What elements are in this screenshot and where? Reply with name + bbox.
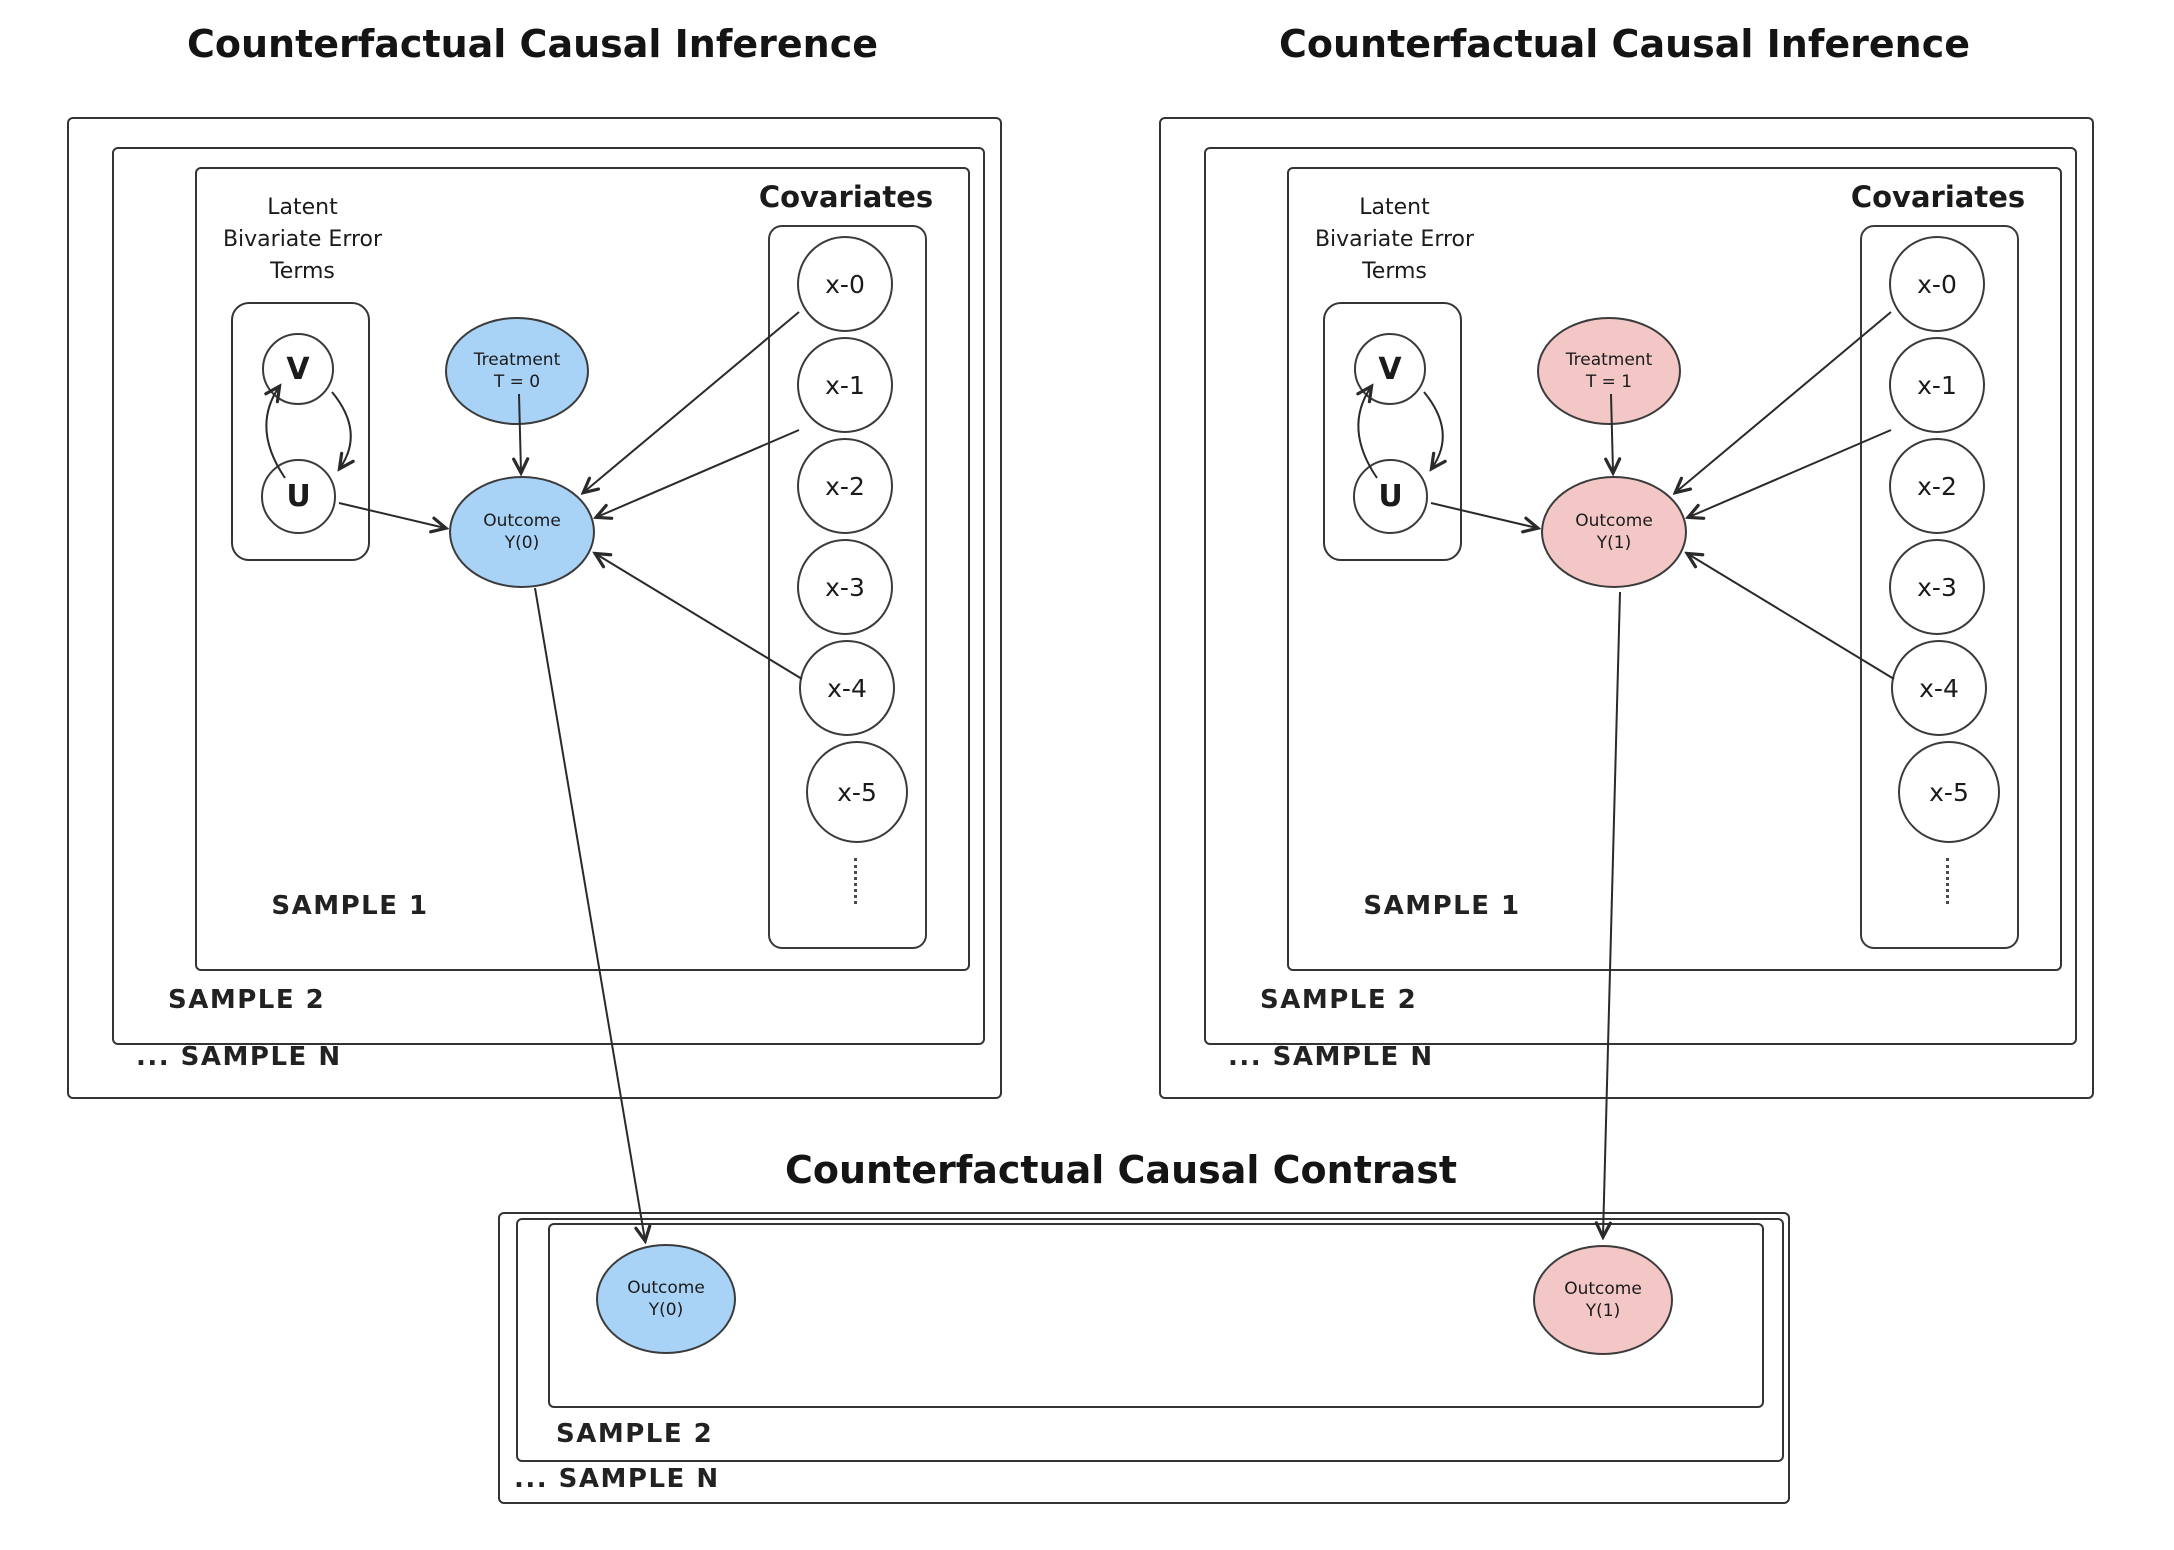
right-outcome-value: Y(1) (1596, 533, 1632, 553)
left-sample-1-label: SAMPLE 1 (271, 891, 429, 921)
right-latent-error-label: Latent Bivariate Error Terms (1314, 195, 1475, 284)
contrast-sample-n-label: ... SAMPLE N (514, 1464, 720, 1494)
left-node-v: V (262, 333, 334, 405)
right-covariate-x2-label: x-2 (1917, 471, 1957, 501)
left-latent-terms-box (231, 302, 370, 561)
contrast-sample-2-label: SAMPLE 2 (556, 1419, 714, 1449)
left-covariate-x1: x-1 (797, 337, 893, 433)
right-covariate-x4: x-4 (1891, 640, 1987, 736)
right-treatment-label: Treatment (1565, 349, 1653, 370)
right-latent-terms-box (1323, 302, 1462, 561)
right-node-v-label: V (1378, 351, 1402, 387)
right-panel-title: Counterfactual Causal Inference (1278, 22, 1971, 66)
left-covariate-x3-label: x-3 (825, 572, 865, 602)
right-covariate-x2: x-2 (1889, 438, 1985, 534)
right-covariate-x3-label: x-3 (1917, 572, 1957, 602)
right-node-u: U (1353, 459, 1428, 534)
right-covariate-x0-label: x-0 (1917, 269, 1957, 299)
left-covariate-x0-label: x-0 (825, 269, 865, 299)
right-covariate-x0: x-0 (1889, 236, 1985, 332)
left-outcome-node: Outcome Y(0) (449, 476, 595, 588)
left-covariate-x4: x-4 (799, 640, 895, 736)
contrast-sample-2-box (516, 1218, 1784, 1462)
contrast-panel-title: Counterfactual Causal Contrast (784, 1148, 1458, 1192)
left-covariate-x4-label: x-4 (827, 673, 867, 703)
right-sample-1-box (1287, 167, 2062, 971)
right-outcome-label: Outcome (1575, 510, 1653, 531)
left-sample-n-label: ... SAMPLE N (136, 1042, 342, 1072)
right-covariates-title: Covariates (1850, 180, 2026, 214)
right-covariate-x4-label: x-4 (1919, 673, 1959, 703)
contrast-outcome-y0-node: Outcome Y(0) (596, 1244, 736, 1354)
right-treatment-value: T = 1 (1585, 372, 1633, 392)
right-sample-1-label: SAMPLE 1 (1363, 891, 1521, 921)
contrast-outcome-y1-node: Outcome Y(1) (1533, 1245, 1673, 1355)
right-sample-n-box (1159, 117, 2094, 1099)
right-outcome-node: Outcome Y(1) (1541, 476, 1687, 588)
right-sample-2-box (1204, 147, 2077, 1045)
right-node-v: V (1354, 333, 1426, 405)
left-covariates-title: Covariates (758, 180, 934, 214)
left-outcome-value: Y(0) (504, 533, 540, 553)
right-covariate-x1-label: x-1 (1917, 370, 1957, 400)
right-covariate-x1: x-1 (1889, 337, 1985, 433)
left-sample-2-label: SAMPLE 2 (168, 985, 326, 1015)
left-panel-title: Counterfactual Causal Inference (186, 22, 879, 66)
left-outcome-label: Outcome (483, 510, 561, 531)
left-covariate-x2: x-2 (797, 438, 893, 534)
left-covariate-x1-label: x-1 (825, 370, 865, 400)
left-node-u: U (261, 459, 336, 534)
left-covariate-x3: x-3 (797, 539, 893, 635)
right-sample-n-label: ... SAMPLE N (1228, 1042, 1434, 1072)
contrast-outcome-y0-value: Y(0) (648, 1300, 684, 1320)
right-sample-2-label: SAMPLE 2 (1260, 985, 1418, 1015)
left-covariate-x5: x-5 (806, 741, 908, 843)
contrast-outcome-y1-label: Outcome (1564, 1278, 1642, 1299)
right-covariate-x3: x-3 (1889, 539, 1985, 635)
right-node-u-label: U (1378, 479, 1403, 514)
contrast-sample-n-box (498, 1212, 1790, 1504)
right-covariate-x5: x-5 (1898, 741, 2000, 843)
right-treatment-node: Treatment T = 1 (1537, 317, 1681, 425)
left-covariate-x2-label: x-2 (825, 471, 865, 501)
left-covariate-x5-label: x-5 (837, 777, 877, 807)
left-node-v-label: V (286, 351, 310, 387)
left-latent-error-label: Latent Bivariate Error Terms (222, 195, 383, 284)
right-covariates-ellipsis (1946, 858, 1949, 904)
contrast-outcome-y0-label: Outcome (627, 1277, 705, 1298)
left-treatment-node: Treatment T = 0 (445, 317, 589, 425)
left-treatment-label: Treatment (473, 349, 561, 370)
contrast-sample-1-box (548, 1223, 1764, 1408)
right-covariate-x5-label: x-5 (1929, 777, 1969, 807)
left-covariate-x0: x-0 (797, 236, 893, 332)
left-treatment-value: T = 0 (493, 372, 541, 392)
contrast-outcome-y1-value: Y(1) (1585, 1301, 1621, 1321)
left-covariates-ellipsis (854, 858, 857, 904)
left-node-u-label: U (286, 479, 311, 514)
